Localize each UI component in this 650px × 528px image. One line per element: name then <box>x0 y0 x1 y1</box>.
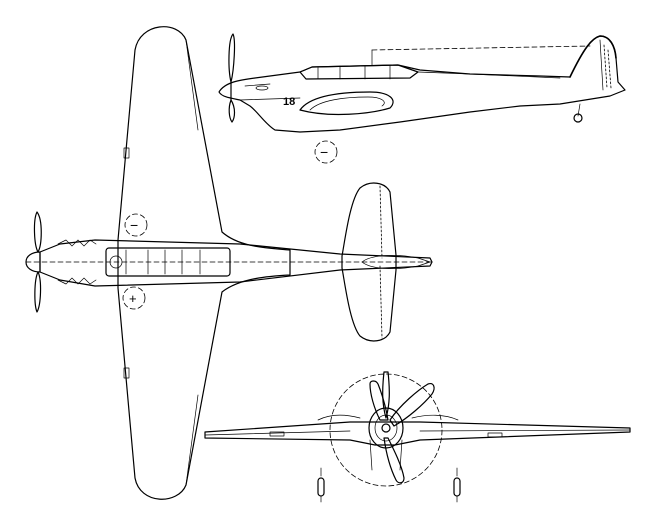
side-view-propeller <box>228 33 236 123</box>
top-view: − + <box>25 26 433 500</box>
top-view-wing <box>117 26 291 500</box>
marker-plus: + <box>129 291 137 306</box>
top-view-horizontal-tail <box>341 182 397 342</box>
front-view-blade-2 <box>369 380 389 421</box>
fuselage-code: 18 <box>283 96 295 108</box>
front-view-propeller-disc <box>329 373 443 487</box>
front-view-blade-3 <box>383 437 405 484</box>
side-view-marker-circle <box>314 140 338 164</box>
side-view: 18 − <box>218 33 626 164</box>
side-view-wing-fairing <box>299 91 394 116</box>
marker-minus-2: − <box>130 217 138 233</box>
front-view-fuselage <box>368 407 404 449</box>
side-view-fuselage <box>218 35 626 133</box>
top-view-marker-lower <box>122 286 146 310</box>
front-view-wing <box>204 421 631 446</box>
top-view-marker-upper <box>124 213 148 237</box>
top-view-fuselage <box>39 239 433 287</box>
front-view <box>204 371 631 503</box>
front-view-blade-1 <box>389 383 435 427</box>
marker-minus-1: − <box>320 144 328 160</box>
front-view-stores <box>317 467 461 503</box>
